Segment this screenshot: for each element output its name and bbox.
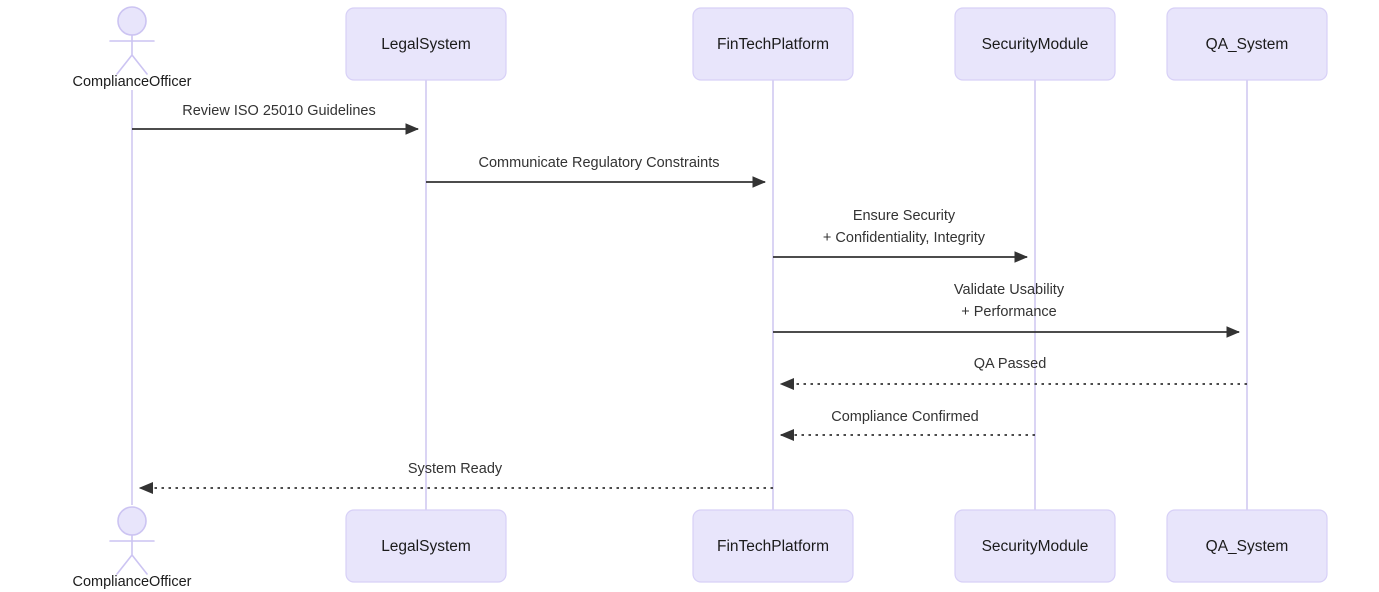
actor-body-icon bbox=[109, 34, 155, 75]
message-1-label: Review ISO 25010 Guidelines bbox=[182, 103, 375, 119]
participant-bottom-qa-system[interactable]: QA_System bbox=[1166, 509, 1328, 583]
participant-top-label-qa-system: QA_System bbox=[1206, 36, 1289, 53]
message-4-label-line-1: Validate Usability bbox=[954, 282, 1065, 298]
actor-head-icon bbox=[117, 6, 147, 36]
participant-bottom-fintech-platform[interactable]: FinTechPlatform bbox=[692, 509, 854, 583]
actor-head-icon bbox=[117, 506, 147, 536]
message-6-compliance-confirmed[interactable]: Compliance Confirmed bbox=[779, 409, 1035, 442]
participant-bottom-label-fintech-platform: FinTechPlatform bbox=[717, 538, 829, 555]
lifelines-group bbox=[131, 80, 1248, 511]
message-3-label-line-1: Ensure Security bbox=[853, 208, 956, 224]
message-4-validate-usability[interactable]: Validate Usability + Performance bbox=[773, 282, 1241, 338]
message-2-communicate-regulatory-constraints[interactable]: Communicate Regulatory Constraints bbox=[426, 155, 767, 188]
message-6-label: Compliance Confirmed bbox=[831, 409, 978, 425]
message-1-review-iso-guidelines[interactable]: Review ISO 25010 Guidelines bbox=[132, 103, 420, 135]
message-3-label-line-2: + Confidentiality, Integrity bbox=[823, 230, 986, 246]
participant-bottom-label-qa-system: QA_System bbox=[1206, 538, 1289, 555]
message-2-label: Communicate Regulatory Constraints bbox=[479, 155, 720, 171]
participant-box-security-module-bottom bbox=[954, 509, 1116, 583]
participant-top-label-security-module: SecurityModule bbox=[982, 36, 1089, 53]
participant-box-legal-system-bottom bbox=[345, 509, 507, 583]
participant-top-fintech-platform[interactable]: FinTechPlatform bbox=[692, 7, 854, 81]
participant-top-label-legal-system: LegalSystem bbox=[381, 36, 471, 53]
message-5-label: QA Passed bbox=[974, 356, 1047, 372]
participant-box-legal-system bbox=[345, 7, 507, 81]
actor-top-compliance-officer[interactable]: ComplianceOfficer bbox=[72, 6, 192, 90]
message-5-qa-passed[interactable]: QA Passed bbox=[779, 356, 1247, 391]
actor-body-icon bbox=[109, 534, 155, 575]
participant-bottom-label-legal-system: LegalSystem bbox=[381, 538, 471, 555]
participant-bottom-legal-system[interactable]: LegalSystem bbox=[345, 509, 507, 583]
participant-top-legal-system[interactable]: LegalSystem bbox=[345, 7, 507, 81]
participant-box-qa-system bbox=[1166, 7, 1328, 81]
participant-bottom-label-security-module: SecurityModule bbox=[982, 538, 1089, 555]
message-3-ensure-security[interactable]: Ensure Security + Confidentiality, Integ… bbox=[773, 208, 1029, 263]
participant-top-security-module[interactable]: SecurityModule bbox=[954, 7, 1116, 81]
participant-top-qa-system[interactable]: QA_System bbox=[1166, 7, 1328, 81]
participant-box-qa-system-bottom bbox=[1166, 509, 1328, 583]
message-7-system-ready[interactable]: System Ready bbox=[138, 461, 773, 495]
actor-bottom-label: ComplianceOfficer bbox=[72, 574, 191, 590]
participant-top-label-fintech-platform: FinTechPlatform bbox=[717, 36, 829, 53]
actor-top-label: ComplianceOfficer bbox=[72, 74, 191, 90]
participant-bottom-security-module[interactable]: SecurityModule bbox=[954, 509, 1116, 583]
actor-bottom-compliance-officer[interactable]: ComplianceOfficer bbox=[72, 506, 192, 590]
participant-box-security-module bbox=[954, 7, 1116, 81]
participant-box-fintech-platform bbox=[692, 7, 854, 81]
participant-box-fintech-platform-bottom bbox=[692, 509, 854, 583]
message-7-label: System Ready bbox=[408, 461, 503, 477]
message-4-label-line-2: + Performance bbox=[961, 304, 1057, 320]
